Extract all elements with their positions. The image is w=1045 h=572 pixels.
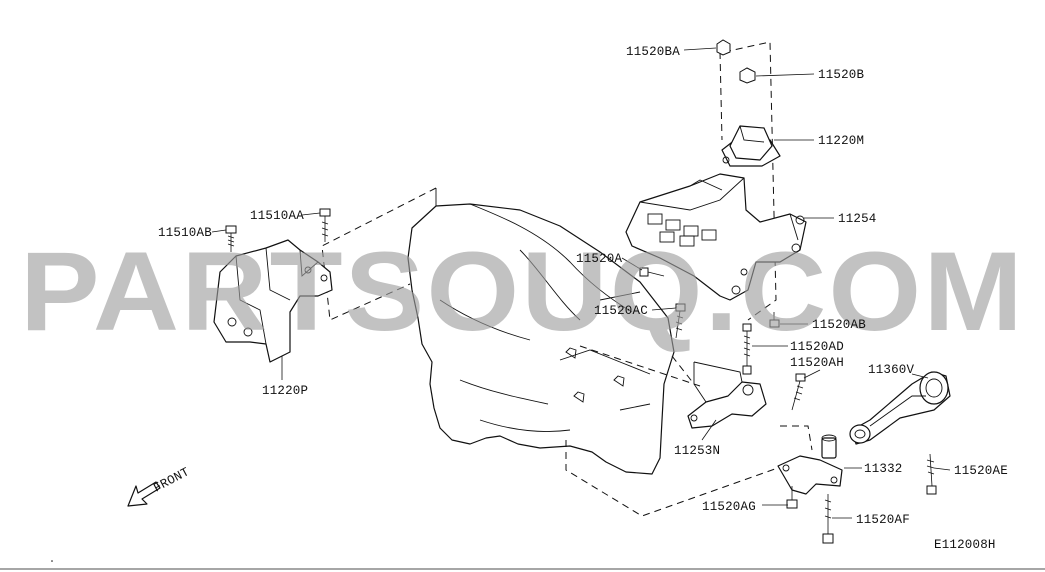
watermark-text: PARTSOUQ.COM (20, 229, 1025, 354)
label-11520AF: 11520AF (856, 513, 910, 527)
bolt-11520AE (926, 453, 937, 495)
bracket-11254 (625, 173, 807, 301)
front-direction-arrow: FRONT (127, 465, 192, 507)
bolt-11520AF (822, 494, 834, 544)
bolt-11520AB (769, 312, 780, 328)
label-11520A: 11520A (576, 252, 623, 266)
corner-mark (51, 560, 53, 562)
label-11510AA: 11510AA (250, 209, 304, 223)
front-label: FRONT (151, 465, 192, 496)
dashed-guide-lines (321, 41, 813, 517)
nut-11520B (739, 67, 756, 84)
label-11520AH: 11520AH (790, 356, 844, 370)
bracket-11253N (687, 361, 767, 429)
bolt-11520A (639, 267, 665, 277)
bracket-11332 (777, 434, 843, 495)
bolt-11510AB (225, 225, 237, 252)
stud-11520AD (742, 323, 752, 375)
label-11253N: 11253N (674, 444, 720, 458)
leader-lines (211, 47, 951, 519)
label-11220M: 11220M (818, 134, 864, 148)
diagram-code: E112008H (934, 538, 996, 552)
left-engine-mount-11220P (213, 239, 333, 363)
bolt-11510AA (319, 208, 331, 242)
bolt-11520AH (791, 373, 806, 411)
bolt-11520AC (675, 303, 686, 339)
label-11520AD: 11520AD (790, 340, 844, 354)
label-11332: 11332 (864, 462, 903, 476)
label-11520AG: 11520AG (702, 500, 756, 514)
torque-rod-11360V (849, 371, 951, 445)
label-11520AB: 11520AB (812, 318, 866, 332)
label-11520B: 11520B (818, 68, 865, 82)
label-11520AC: 11520AC (594, 304, 648, 318)
engine-block (407, 188, 675, 475)
label-11254: 11254 (838, 212, 877, 226)
label-11510AB: 11510AB (158, 226, 212, 240)
bolt-11520AG (786, 486, 798, 509)
label-11520AE: 11520AE (954, 464, 1008, 478)
label-11360V: 11360V (868, 363, 915, 377)
label-11220P: 11220P (262, 384, 308, 398)
label-11520BA: 11520BA (626, 45, 680, 59)
insulator-11220M (721, 125, 781, 167)
nut-11520BA (716, 39, 731, 56)
